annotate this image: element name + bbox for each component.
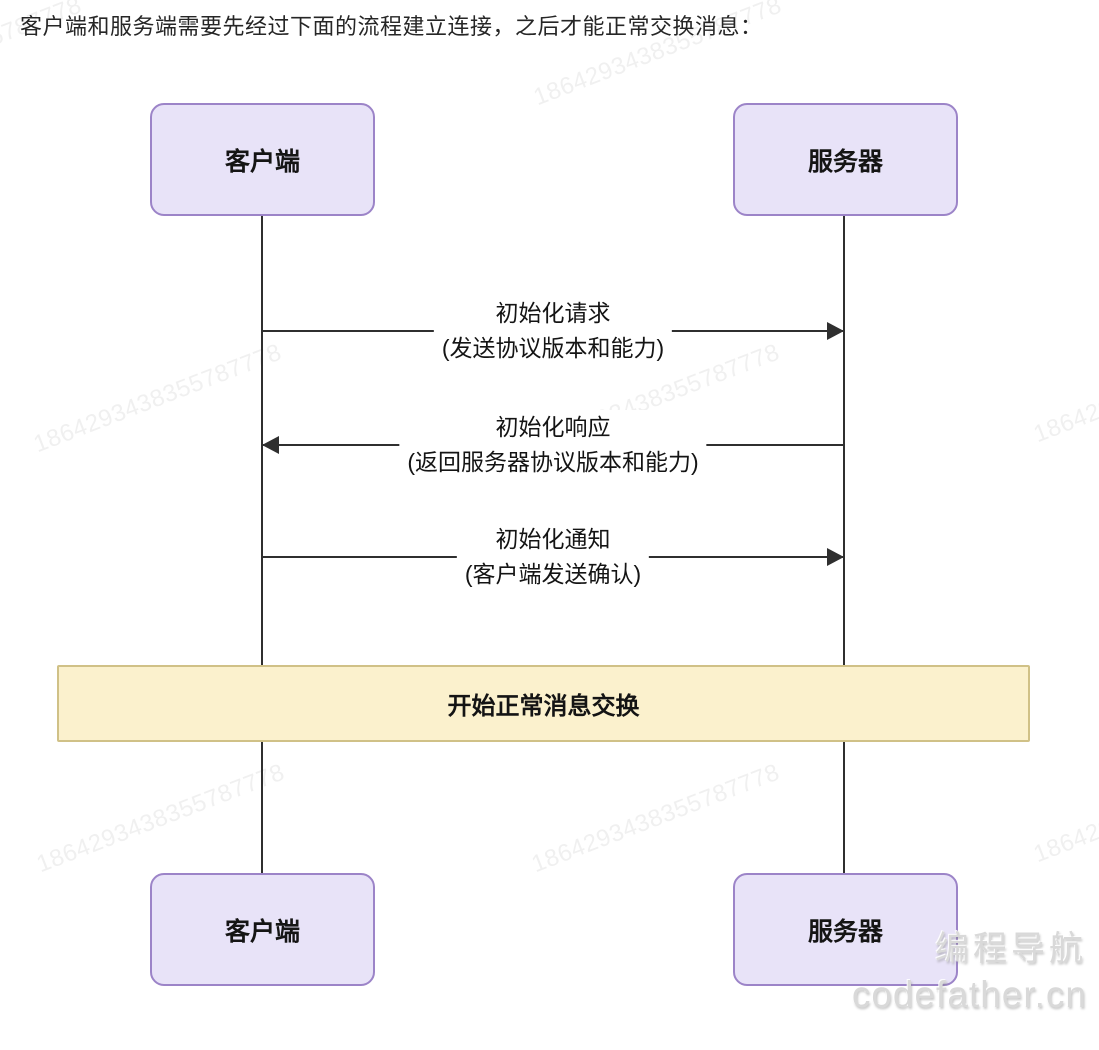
page-title: 客户端和服务端需要先经过下面的流程建立连接，之后才能正常交换消息： — [20, 14, 763, 39]
message-subtitle: (返回服务器协议版本和能力) — [407, 449, 699, 475]
number-watermark: 1864293438355787778 — [527, 758, 784, 879]
number-watermark: 1864293438355787778 — [1029, 328, 1099, 449]
arrowhead-right-icon — [827, 322, 844, 340]
number-watermark: 1864293438355787778 — [1029, 748, 1099, 869]
message-title: 初始化通知 — [495, 526, 611, 552]
message-title: 初始化响应 — [495, 414, 611, 440]
number-watermark: 1864293438355787778 — [29, 338, 286, 459]
actor-label-server: 服务器 — [807, 147, 883, 176]
actor-box-client-top: 客户端 — [150, 103, 375, 216]
message-label: 初始化响应 (返回服务器协议版本和能力) — [399, 410, 707, 480]
actor-label-server: 服务器 — [807, 917, 883, 946]
actor-label-client: 客户端 — [224, 917, 300, 946]
message-label: 初始化通知 (客户端发送确认) — [456, 522, 650, 592]
arrowhead-right-icon — [827, 548, 844, 566]
note-band-label: 开始正常消息交换 — [447, 693, 640, 720]
actor-box-server-top: 服务器 — [733, 103, 958, 216]
lifeline-client — [261, 216, 263, 873]
brand-watermark: 编程导航 codefather.cn — [852, 926, 1087, 1018]
message-title: 初始化请求 — [495, 300, 611, 326]
brand-watermark-site: codefather.cn — [851, 974, 1087, 1015]
brand-watermark-name: 编程导航 — [935, 930, 1087, 968]
message-subtitle: (客户端发送确认) — [464, 561, 642, 587]
arrowhead-left-icon — [262, 436, 279, 454]
actor-box-client-bottom: 客户端 — [150, 873, 375, 986]
lifeline-server — [843, 216, 845, 873]
actor-label-client: 客户端 — [224, 147, 300, 176]
message-label: 初始化请求 (发送协议版本和能力) — [433, 296, 673, 366]
actor-box-server-bottom: 服务器 — [733, 873, 958, 986]
note-band: 开始正常消息交换 — [57, 665, 1030, 742]
number-watermark: 1864293438355787778 — [32, 758, 289, 879]
message-subtitle: (发送协议版本和能力) — [441, 335, 665, 361]
